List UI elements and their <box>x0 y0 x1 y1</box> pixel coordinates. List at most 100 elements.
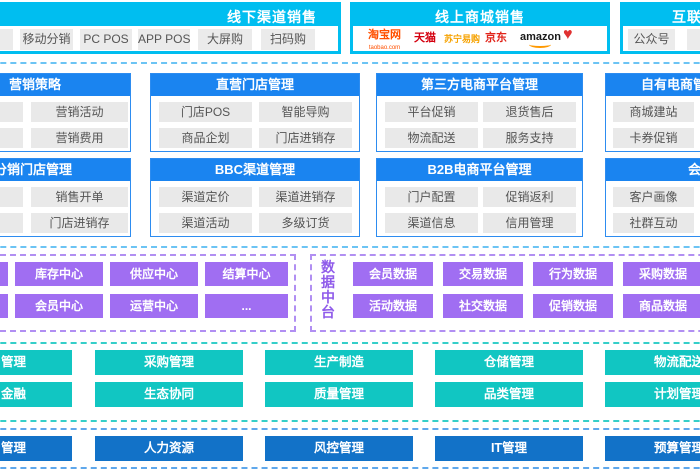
offline-item-big-screen: 大屏购 <box>198 29 252 50</box>
corporate-hr: 人力资源 <box>95 436 243 461</box>
supply-chain-frame <box>0 342 700 422</box>
data-platform-frame <box>310 254 700 332</box>
panel-online-body <box>353 26 607 51</box>
suning-logo: 苏宁易购 <box>444 34 481 44</box>
supply-warehouse: 仓储管理 <box>435 350 583 375</box>
offline-item-app-pos: APP POS <box>138 29 190 50</box>
supply-planning: 计划管理 <box>605 382 700 407</box>
item-community-interaction: 社群互动 <box>613 213 694 233</box>
panel-offline-title: 线下渠道销售 <box>227 9 317 25</box>
box-distribution-store-header: 分销门店管理 <box>0 159 130 181</box>
tmall-logo: 天猫 <box>414 32 436 44</box>
item-coupon-promo: 卡券促销 <box>613 128 694 148</box>
box-marketing-strategy-header: 营销策略 <box>0 74 130 96</box>
center-inventory: 库存中心 <box>15 262 103 286</box>
panel-internet-sales: 互联网销售 公众号 <box>620 2 700 54</box>
item-marketing-cost: 营销费用 <box>31 128 128 148</box>
item-credit-mgmt: 信用管理 <box>483 213 576 233</box>
item-service-support: 服务支持 <box>483 128 576 148</box>
supply-eco-collaboration: 生态协同 <box>95 382 243 407</box>
heart-logo-icon: ♥ <box>563 26 573 43</box>
amazon-smile-icon <box>529 41 552 48</box>
item-marketing-activity: 营销活动 <box>31 102 128 122</box>
item-return-aftersales: 退货售后 <box>483 102 576 122</box>
internet-item-partial <box>687 29 700 50</box>
data-transaction: 交易数据 <box>443 262 523 286</box>
supply-logistics: 物流配送 <box>605 350 700 375</box>
offline-item-scan-buy: 扫码购 <box>261 29 315 50</box>
corporate-it: IT管理 <box>435 436 583 461</box>
item-sales-order: 销售开单 <box>31 187 128 207</box>
item-promo-rebate: 促销返利 <box>483 187 576 207</box>
panel-online-title: 线上商城销售 <box>435 9 525 25</box>
item-store-inventory: 门店进销存 <box>31 213 128 233</box>
center-member: 会员中心 <box>15 294 103 318</box>
item-channel-info: 渠道信息 <box>385 213 478 233</box>
box-marketing-strategy: 营销策略 营销活动 营销费用 <box>0 73 131 152</box>
panel-internet-title: 互联网销售 <box>672 9 700 25</box>
box-distribution-store-mgmt: 分销门店管理 销售开单 门店进销存 <box>0 158 131 237</box>
supply-manufacturing: 生产制造 <box>265 350 413 375</box>
center-settlement: 结算中心 <box>205 262 288 286</box>
box-third-party-header: 第三方电商平台管理 <box>377 74 582 96</box>
internet-item-official-account: 公众号 <box>628 29 675 50</box>
corporate-mgmt-partial: 管理 <box>0 436 72 461</box>
panel-online-mall: 线上商城销售 淘宝网 taobao.com 天猫 苏宁易购 京东 amazon … <box>350 2 610 54</box>
center-partial <box>0 294 8 318</box>
supply-category: 品类管理 <box>435 382 583 407</box>
amazon-logo: amazon <box>520 32 561 48</box>
box-b2b-header: B2B电商平台管理 <box>377 159 582 181</box>
box-own-ecommerce-mgmt: 自有电商管理 商城建站 卡券促销 <box>605 73 700 152</box>
box-distribution-store-title: 分销门店管理 <box>0 162 73 177</box>
box-b2b-title: B2B电商平台管理 <box>427 162 532 177</box>
item-partial <box>0 213 23 233</box>
offline-item-pc-pos: PC POS <box>80 29 132 50</box>
data-member: 会员数据 <box>353 262 433 286</box>
taobao-logo-text: 淘宝网 <box>368 29 401 41</box>
box-own-ecommerce-title: 自有电商管理 <box>641 77 700 92</box>
box-third-party-title: 第三方电商平台管理 <box>420 77 538 92</box>
item-partial <box>0 187 23 207</box>
item-customer-portrait: 客户画像 <box>613 187 694 207</box>
item-store-inventory: 门店进销存 <box>259 128 352 148</box>
item-mall-building: 商城建站 <box>613 102 694 122</box>
corporate-frame <box>0 428 700 469</box>
supply-mgmt-partial: 管理 <box>0 350 72 375</box>
jd-logo: 京东 <box>485 32 507 44</box>
data-social: 社交数据 <box>443 294 523 318</box>
box-third-party-ecommerce-mgmt: 第三方电商平台管理 平台促销 退货售后 物流配送 服务支持 <box>376 73 583 152</box>
amazon-logo-text: amazon <box>520 31 561 43</box>
item-portal-config: 门户配置 <box>385 187 478 207</box>
item-platform-promo: 平台促销 <box>385 102 478 122</box>
supply-finance-partial: 金融 <box>0 382 72 407</box>
item-channel-activity: 渠道活动 <box>159 213 252 233</box>
item-channel-inventory: 渠道进销存 <box>259 187 352 207</box>
center-more: ... <box>205 294 288 318</box>
data-product: 商品数据 <box>623 294 700 318</box>
item-logistics-delivery: 物流配送 <box>385 128 478 148</box>
box-b2b-platform-mgmt: B2B电商平台管理 门户配置 促销返利 渠道信息 信用管理 <box>376 158 583 237</box>
supply-procurement: 采购管理 <box>95 350 243 375</box>
taobao-logo: 淘宝网 taobao.com <box>368 30 401 54</box>
box-own-ecommerce-header: 自有电商管理 <box>606 74 700 96</box>
item-smart-guide: 智能导购 <box>259 102 352 122</box>
offline-item-partial <box>0 29 13 50</box>
offline-item-mobile-distribution: 移动分销 <box>20 29 73 50</box>
item-store-pos: 门店POS <box>159 102 252 122</box>
item-channel-pricing: 渠道定价 <box>159 187 252 207</box>
box-direct-store-header: 直营门店管理 <box>151 74 359 96</box>
box-bbc-title: BBC渠道管理 <box>214 162 296 177</box>
center-supply: 供应中心 <box>110 262 198 286</box>
center-operation: 运营中心 <box>110 294 198 318</box>
box-member-header: 会员管理 <box>606 159 700 181</box>
business-platform-frame <box>0 254 296 332</box>
box-member-mgmt: 会员管理 客户画像 社群互动 <box>605 158 700 237</box>
panel-offline-channel: 线下渠道销售 移动分销 PC POS APP POS 大屏购 扫码购 <box>0 2 341 54</box>
data-platform-label: 数据中台 <box>321 259 335 320</box>
item-multilevel-order: 多级订货 <box>259 213 352 233</box>
supply-quality: 质量管理 <box>265 382 413 407</box>
data-promotion: 促销数据 <box>533 294 613 318</box>
corporate-budget: 预算管理 <box>605 436 700 461</box>
box-bbc-header: BBC渠道管理 <box>151 159 359 181</box>
